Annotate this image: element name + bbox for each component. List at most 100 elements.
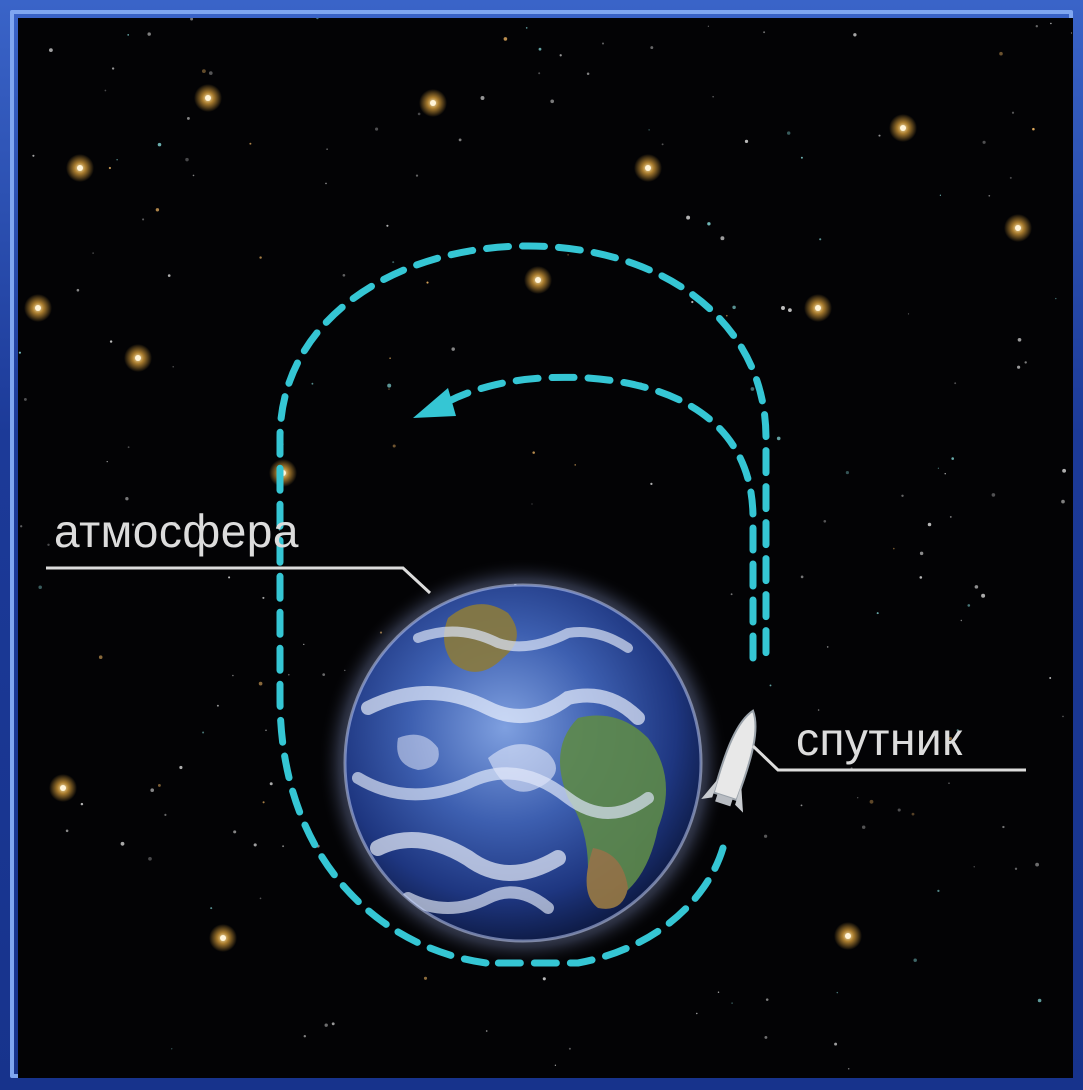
star (911, 812, 915, 816)
star (532, 451, 535, 454)
inner-orbit-path (429, 373, 757, 662)
star (1014, 867, 1018, 870)
star (127, 34, 130, 36)
star (764, 1035, 768, 1039)
star (1037, 998, 1042, 1003)
star (249, 142, 252, 145)
star (568, 1047, 571, 1050)
star (98, 655, 103, 659)
star (954, 382, 957, 385)
star (559, 54, 562, 57)
star (417, 112, 421, 116)
bright-star-core (645, 165, 651, 171)
star (1055, 297, 1057, 300)
star (949, 515, 952, 518)
star (919, 551, 924, 556)
star (730, 593, 733, 596)
star (1035, 25, 1038, 28)
star (650, 482, 653, 486)
star (707, 25, 710, 27)
star (648, 129, 650, 131)
star (956, 729, 959, 732)
star (392, 261, 395, 264)
star (538, 72, 541, 75)
star (823, 519, 827, 523)
star (948, 736, 953, 741)
star (80, 802, 84, 806)
star (485, 1030, 488, 1032)
bright-star-core (205, 95, 211, 101)
star (342, 273, 346, 277)
star (127, 446, 130, 449)
star (233, 830, 237, 834)
star-field (18, 18, 1073, 1070)
star (907, 313, 910, 315)
star (781, 306, 785, 310)
star (375, 127, 379, 131)
star (65, 829, 69, 833)
star (179, 765, 183, 770)
arrowhead-icon (413, 388, 456, 418)
star (951, 457, 954, 460)
star (20, 525, 23, 528)
orbit-diagram (18, 18, 1073, 1070)
star (1017, 365, 1021, 369)
star (76, 288, 80, 292)
star (142, 218, 145, 221)
star (23, 397, 27, 401)
star (259, 897, 262, 900)
star (185, 157, 189, 162)
star (108, 166, 112, 170)
star (148, 856, 152, 861)
star (974, 585, 979, 589)
star (190, 18, 194, 21)
star (567, 254, 569, 256)
star (147, 32, 151, 36)
star (228, 576, 231, 579)
star (861, 825, 866, 829)
star (857, 797, 859, 799)
star (763, 834, 768, 838)
star (192, 174, 195, 177)
star (550, 99, 555, 104)
star (845, 471, 849, 475)
bright-star-core (60, 785, 66, 791)
star (847, 1068, 850, 1070)
star (712, 96, 714, 98)
star (937, 889, 940, 893)
star (125, 497, 129, 501)
star (258, 681, 263, 686)
star (939, 194, 942, 196)
star (1049, 677, 1052, 679)
star (392, 444, 396, 448)
star (948, 782, 950, 784)
star (415, 174, 419, 177)
earth-globe-icon (343, 583, 703, 943)
star (150, 788, 154, 792)
star (262, 596, 265, 599)
star (170, 1048, 173, 1050)
star (876, 612, 879, 615)
star (901, 494, 904, 498)
star (869, 799, 874, 804)
star (525, 27, 528, 29)
star (303, 1034, 307, 1038)
star (836, 991, 839, 994)
star (819, 238, 822, 241)
star (1035, 862, 1039, 867)
star (451, 347, 455, 351)
star (696, 1012, 698, 1015)
star (1024, 361, 1027, 364)
star (897, 808, 901, 812)
star (303, 643, 305, 646)
star (386, 224, 389, 227)
star (691, 300, 694, 304)
star (104, 89, 107, 92)
bright-star-core (1015, 225, 1021, 231)
star (155, 208, 160, 212)
star (1017, 337, 1022, 342)
star (973, 866, 975, 868)
star (988, 194, 991, 197)
star (763, 31, 766, 34)
star (172, 366, 174, 368)
